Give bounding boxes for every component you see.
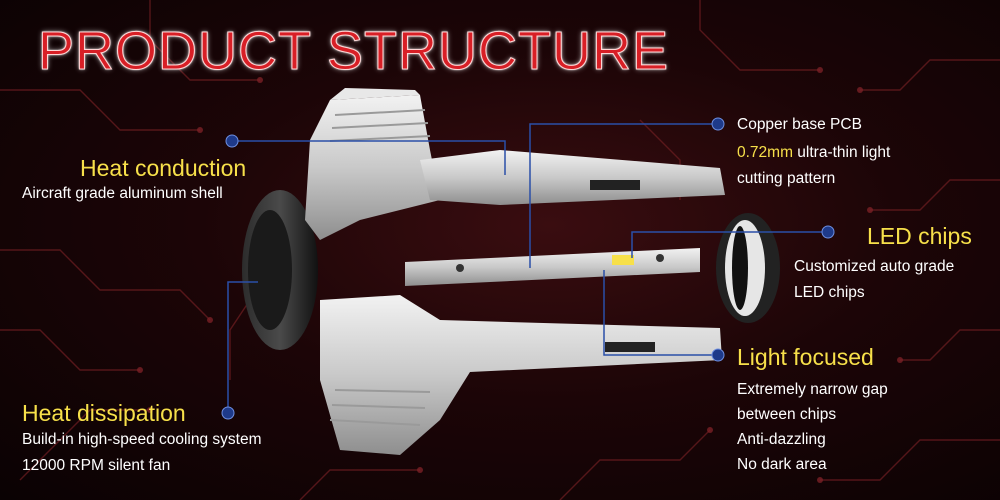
lower-heatsink-shell — [320, 295, 722, 455]
copper-pcb-strip — [405, 248, 700, 286]
upper-heatsink-shell — [305, 88, 725, 240]
light-focused-heading: Light focused — [737, 344, 874, 370]
heat-conduction-desc: Aircraft grade aluminum shell — [22, 185, 223, 202]
callout-dot-copper-pcb — [711, 117, 725, 131]
mounting-ring — [716, 213, 780, 323]
light-focused-desc-4: No dark area — [737, 456, 827, 473]
heat-conduction-heading: Heat conduction — [80, 155, 247, 181]
callout-dot-heat-dissipation — [221, 406, 235, 420]
page-title: PRODUCT STRUCTURE — [37, 21, 670, 82]
led-chips-desc-1: Customized auto grade — [794, 258, 955, 275]
led-chips-desc-2: LED chips — [794, 284, 865, 301]
heat-dissipation-heading: Heat dissipation — [22, 400, 186, 426]
light-focused-desc-3: Anti-dazzling — [737, 431, 826, 448]
led-chips-heading: LED chips — [867, 223, 972, 249]
copper-pcb-line-1: Copper base PCB — [737, 116, 862, 133]
callout-dot-light-focused — [711, 348, 725, 362]
heat-dissipation-desc-1: Build-in high-speed cooling system — [22, 431, 262, 448]
copper-pcb-thickness: 0.72mm — [737, 144, 793, 161]
callout-dot-heat-conduction — [225, 134, 239, 148]
copper-pcb-line-2-rest: ultra-thin light — [793, 144, 891, 161]
callout-dot-led-chips — [821, 225, 835, 239]
copper-pcb-line-2: 0.72mm ultra-thin light — [737, 140, 890, 166]
cooling-fan — [242, 190, 318, 350]
light-focused-desc-2: between chips — [737, 406, 837, 423]
heat-dissipation-desc-2: 12000 RPM silent fan — [22, 457, 171, 474]
copper-pcb-line-3: cutting pattern — [737, 170, 836, 187]
light-focused-desc-1: Extremely narrow gap — [737, 381, 888, 398]
